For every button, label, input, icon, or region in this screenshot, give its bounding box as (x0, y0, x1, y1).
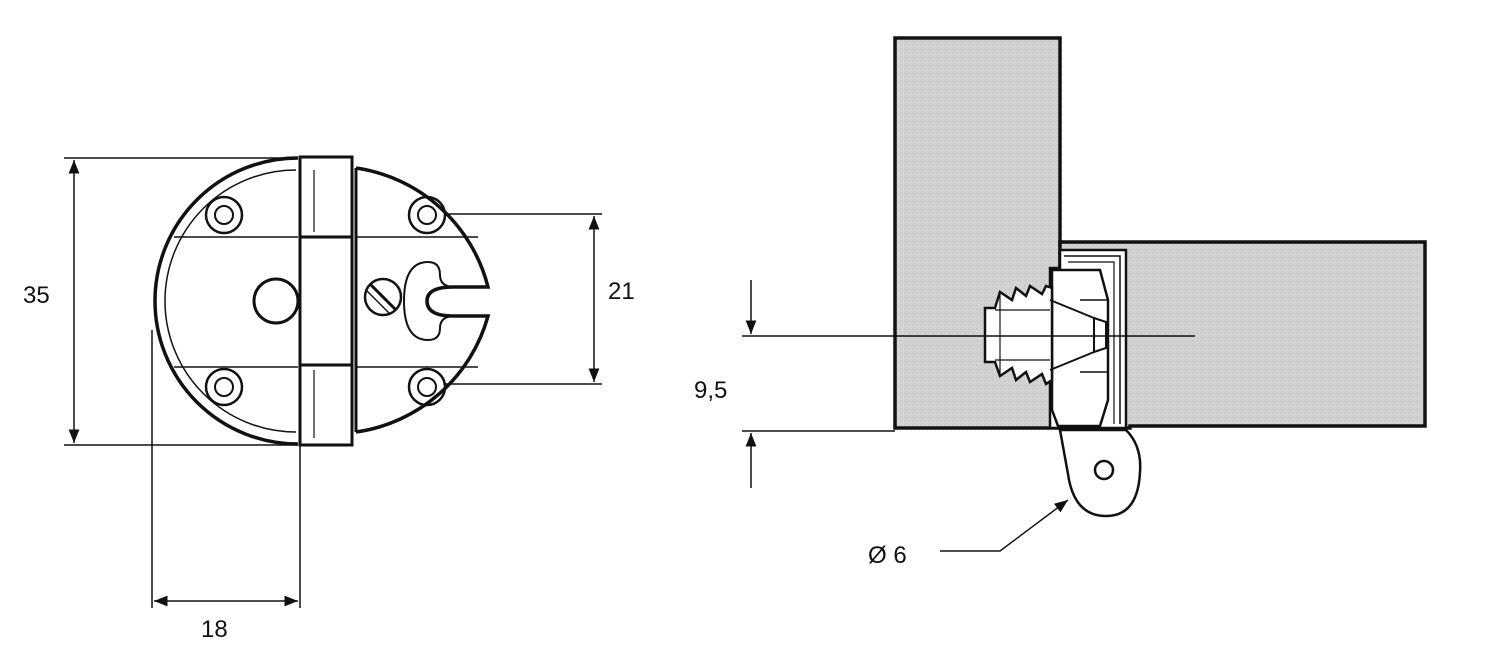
screw-hole-top-left (204, 195, 244, 235)
left-leaf-outline (153, 156, 299, 446)
screw-head (1049, 299, 1095, 371)
front-view (153, 155, 491, 447)
height-label: 35 (23, 282, 50, 309)
section-view-dimensions (742, 280, 1195, 552)
knuckle-top (298, 155, 354, 239)
right-leaf-outline (355, 166, 491, 434)
knuckle-middle (298, 235, 354, 367)
depth-label: 9,5 (694, 377, 727, 404)
screw-hole-bottom-right (407, 367, 447, 407)
hole-spacing-label: 21 (608, 278, 635, 305)
offset-label: 18 (201, 616, 228, 643)
left-leaf-inner-rim (164, 169, 297, 433)
diameter-label: Ø 6 (868, 542, 907, 569)
pivot-pin (252, 277, 300, 325)
screw-hole-bottom-left (204, 367, 244, 407)
front-view-dimensions (64, 157, 602, 608)
adjustment-screw (363, 277, 403, 317)
knuckle-bottom (298, 363, 354, 447)
screw-hole-top-right (407, 195, 447, 235)
hinge-pin (1093, 459, 1115, 481)
diameter-leader (940, 499, 1069, 552)
c-slot (402, 260, 488, 342)
hinge-body (1050, 268, 1110, 428)
section-view (893, 36, 1427, 518)
